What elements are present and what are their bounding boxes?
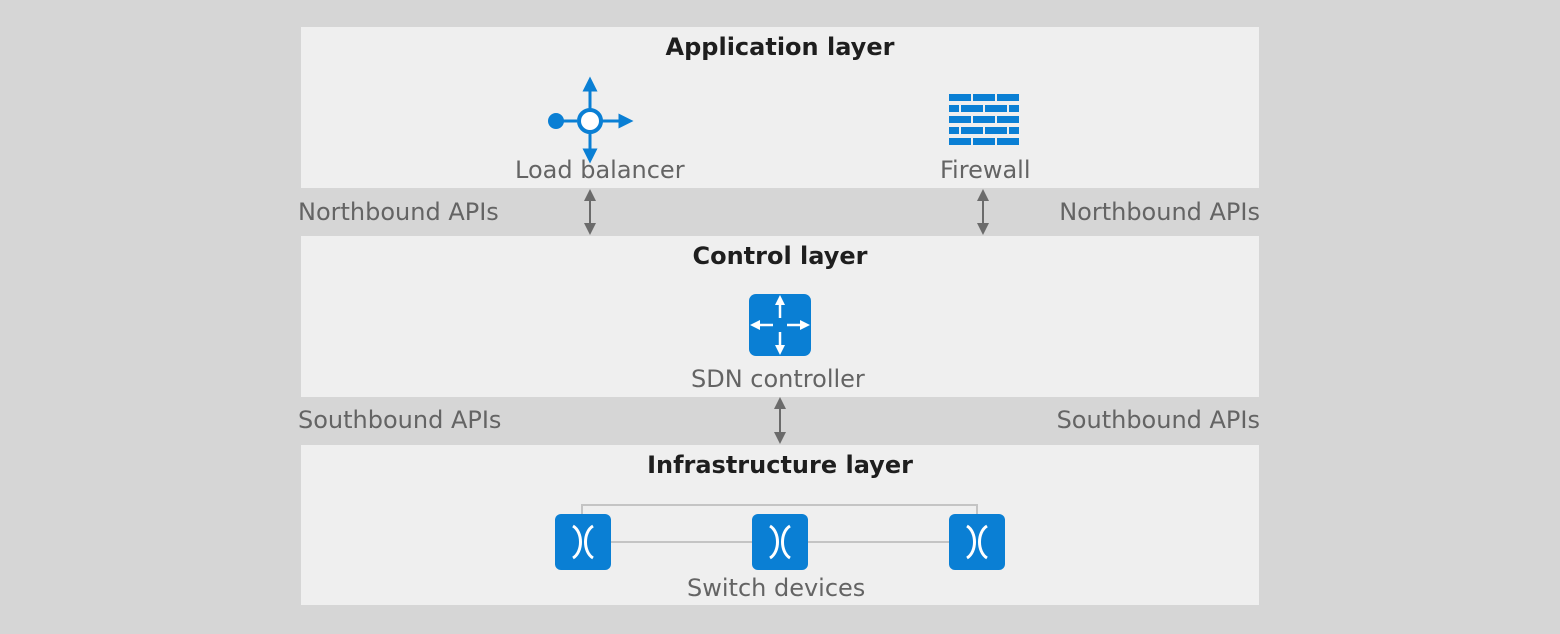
control-layer-title: Control layer: [692, 242, 868, 270]
sdn-controller-icon: [749, 294, 811, 356]
load-balancer-icon: [548, 76, 634, 164]
northbound-apis-right-label: Northbound APIs: [1059, 198, 1260, 226]
application-layer-title: Application layer: [665, 33, 895, 61]
firewall-icon: [949, 94, 1019, 145]
switch-icon: [752, 514, 808, 570]
sdn-controller-label: SDN controller: [691, 365, 865, 393]
switch-icon: [949, 514, 1005, 570]
southbound-apis-left-label: Southbound APIs: [298, 406, 502, 434]
switch-icon: [555, 514, 611, 570]
infrastructure-layer-title: Infrastructure layer: [647, 451, 913, 479]
switch-links: [581, 504, 978, 543]
northbound-apis-left-label: Northbound APIs: [298, 198, 499, 226]
southbound-apis-right-label: Southbound APIs: [1056, 406, 1260, 434]
load-balancer-label: Load balancer: [515, 156, 685, 184]
application-layer-panel: Application layer Load balancer Firewall: [301, 27, 1259, 188]
switch-devices-label: Switch devices: [687, 574, 866, 602]
firewall-label: Firewall: [940, 156, 1031, 184]
